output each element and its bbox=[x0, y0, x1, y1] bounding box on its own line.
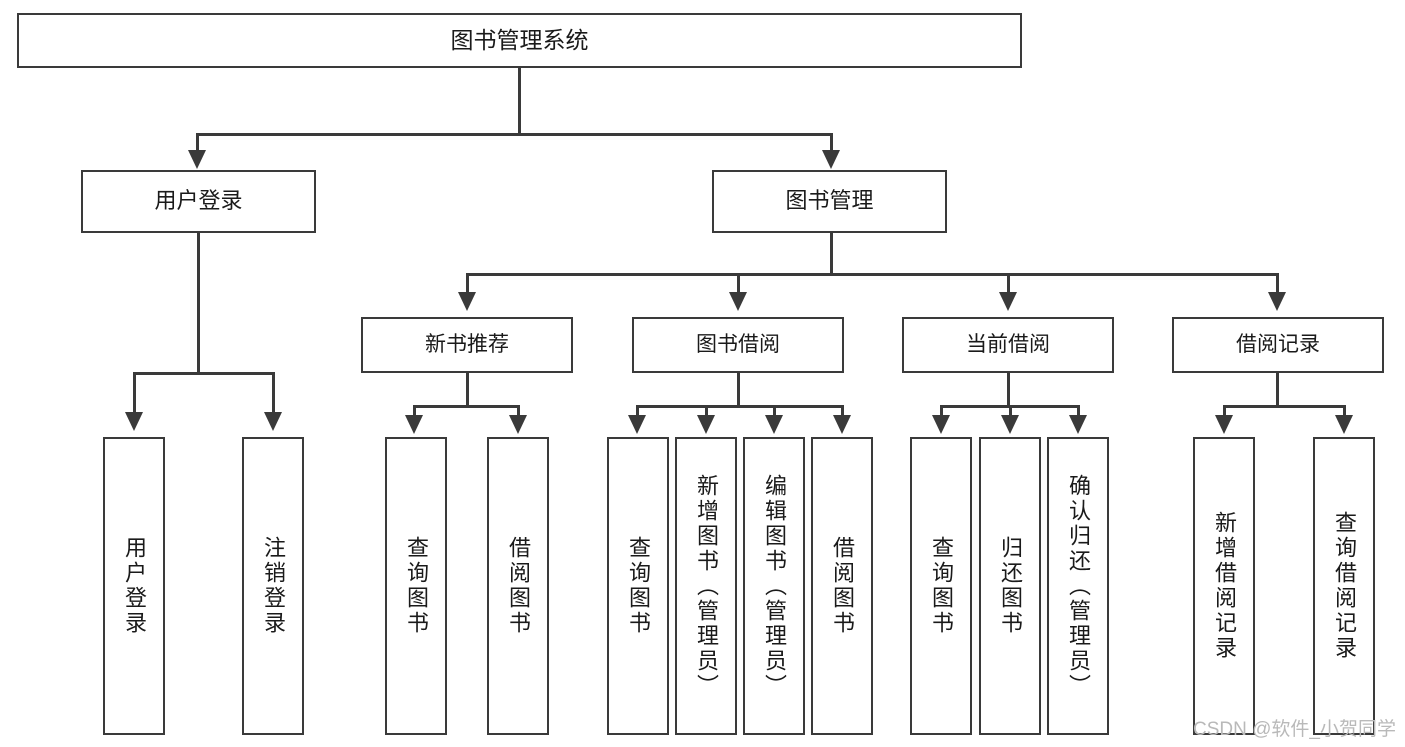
connector-drop-query-book-3 bbox=[940, 405, 943, 418]
arrowhead-query-record bbox=[1335, 415, 1353, 434]
node-book-management[interactable]: 图书管理 bbox=[712, 170, 947, 233]
node-label: 借阅图书 bbox=[830, 536, 855, 636]
connector-drop-edit-book bbox=[773, 405, 776, 418]
watermark-text: CSDN @软件_小贺同学 bbox=[1193, 719, 1396, 740]
node-new-book-recommend[interactable]: 新书推荐 bbox=[361, 317, 573, 373]
connector-user-login-stem bbox=[197, 233, 200, 374]
connector-drop-return-book bbox=[1009, 405, 1012, 418]
leaf-query-borrow-record[interactable]: 查询借阅记录 bbox=[1313, 437, 1375, 735]
node-label: 新书推荐 bbox=[425, 333, 509, 357]
leaf-logout[interactable]: 注销登录 bbox=[242, 437, 304, 735]
node-label: 确认归还（管理员） bbox=[1066, 473, 1091, 699]
connector-drop-borrow-book-1 bbox=[517, 405, 520, 418]
connector-drop-add-book bbox=[705, 405, 708, 418]
node-label: 注销登录 bbox=[261, 536, 286, 636]
arrowhead-borrow-book-2 bbox=[833, 415, 851, 434]
node-label: 查询图书 bbox=[929, 536, 954, 636]
connector-drop-borrow-record bbox=[1276, 273, 1279, 295]
connector-drop-query-record bbox=[1343, 405, 1346, 418]
connector-drop-book-manage bbox=[830, 133, 833, 153]
leaf-confirm-return[interactable]: 确认归还（管理员） bbox=[1047, 437, 1109, 735]
node-label: 借阅记录 bbox=[1236, 333, 1320, 357]
connector-book-manage-stem bbox=[830, 233, 833, 275]
arrowhead-borrow-book-1 bbox=[509, 415, 527, 434]
arrowhead-leaf-logout bbox=[264, 412, 282, 431]
node-label: 查询图书 bbox=[626, 536, 651, 636]
connector-drop-leaf-user-login bbox=[133, 372, 136, 415]
connector-drop-query-book-2 bbox=[636, 405, 639, 418]
connector-book-borrow-stem bbox=[737, 373, 740, 408]
node-label: 新增图书（管理员） bbox=[694, 473, 719, 699]
leaf-add-borrow-record[interactable]: 新增借阅记录 bbox=[1193, 437, 1255, 735]
node-root-system[interactable]: 图书管理系统 bbox=[17, 13, 1022, 68]
arrowhead-add-record bbox=[1215, 415, 1233, 434]
connector-level2-bus bbox=[196, 133, 833, 136]
leaf-query-book-borrow[interactable]: 查询图书 bbox=[607, 437, 669, 735]
node-label: 当前借阅 bbox=[966, 333, 1050, 357]
connector-new-book-bus bbox=[413, 405, 519, 408]
connector-drop-current-borrow bbox=[1007, 273, 1010, 295]
node-borrow-record[interactable]: 借阅记录 bbox=[1172, 317, 1384, 373]
node-label: 用户登录 bbox=[154, 188, 243, 214]
node-book-borrow[interactable]: 图书借阅 bbox=[632, 317, 844, 373]
node-label: 图书管理 bbox=[785, 188, 874, 214]
node-label: 借阅图书 bbox=[506, 536, 531, 636]
connector-drop-new-book bbox=[466, 273, 469, 295]
connector-current-borrow-stem bbox=[1007, 373, 1010, 408]
arrowhead-new-book bbox=[458, 292, 476, 311]
node-label: 编辑图书（管理员） bbox=[762, 473, 787, 699]
node-label: 查询图书 bbox=[404, 536, 429, 636]
arrowhead-book-manage bbox=[822, 150, 840, 169]
node-label: 用户登录 bbox=[122, 536, 147, 636]
node-label: 归还图书 bbox=[998, 536, 1023, 636]
connector-drop-query-book-1 bbox=[413, 405, 416, 418]
node-current-borrow[interactable]: 当前借阅 bbox=[902, 317, 1114, 373]
node-label: 新增借阅记录 bbox=[1212, 511, 1237, 661]
arrowhead-borrow-record bbox=[1268, 292, 1286, 311]
arrowhead-query-book-1 bbox=[405, 415, 423, 434]
connector-drop-add-record bbox=[1223, 405, 1226, 418]
leaf-query-book-current[interactable]: 查询图书 bbox=[910, 437, 972, 735]
arrowhead-add-book bbox=[697, 415, 715, 434]
arrowhead-current-borrow bbox=[999, 292, 1017, 311]
connector-drop-book-borrow bbox=[737, 273, 740, 295]
connector-root-stem bbox=[518, 68, 521, 134]
connector-user-login-bus bbox=[133, 372, 275, 375]
leaf-return-book[interactable]: 归还图书 bbox=[979, 437, 1041, 735]
connector-drop-user-login bbox=[196, 133, 199, 153]
connector-drop-confirm-return bbox=[1077, 405, 1080, 418]
leaf-borrow-book[interactable]: 借阅图书 bbox=[811, 437, 873, 735]
leaf-user-login[interactable]: 用户登录 bbox=[103, 437, 165, 735]
connector-level3-bus bbox=[466, 273, 1278, 276]
connector-drop-leaf-logout bbox=[272, 372, 275, 415]
leaf-borrow-book-recommend[interactable]: 借阅图书 bbox=[487, 437, 549, 735]
leaf-query-book-recommend[interactable]: 查询图书 bbox=[385, 437, 447, 735]
leaf-edit-book[interactable]: 编辑图书（管理员） bbox=[743, 437, 805, 735]
connector-book-borrow-bus bbox=[636, 405, 843, 408]
arrowhead-book-borrow bbox=[729, 292, 747, 311]
node-user-login[interactable]: 用户登录 bbox=[81, 170, 316, 233]
arrowhead-leaf-user-login bbox=[125, 412, 143, 431]
node-label: 图书管理系统 bbox=[450, 26, 589, 53]
connector-drop-borrow-book-2 bbox=[841, 405, 844, 418]
arrowhead-query-book-2 bbox=[628, 415, 646, 434]
arrowhead-confirm-return bbox=[1069, 415, 1087, 434]
connector-borrow-record-stem bbox=[1276, 373, 1279, 408]
arrowhead-edit-book bbox=[765, 415, 783, 434]
arrowhead-return-book bbox=[1001, 415, 1019, 434]
connector-new-book-stem bbox=[466, 373, 469, 408]
arrowhead-query-book-3 bbox=[932, 415, 950, 434]
leaf-add-book[interactable]: 新增图书（管理员） bbox=[675, 437, 737, 735]
node-label: 查询借阅记录 bbox=[1332, 511, 1357, 661]
node-label: 图书借阅 bbox=[696, 333, 780, 357]
connector-borrow-record-bus bbox=[1223, 405, 1345, 408]
arrowhead-user-login bbox=[188, 150, 206, 169]
